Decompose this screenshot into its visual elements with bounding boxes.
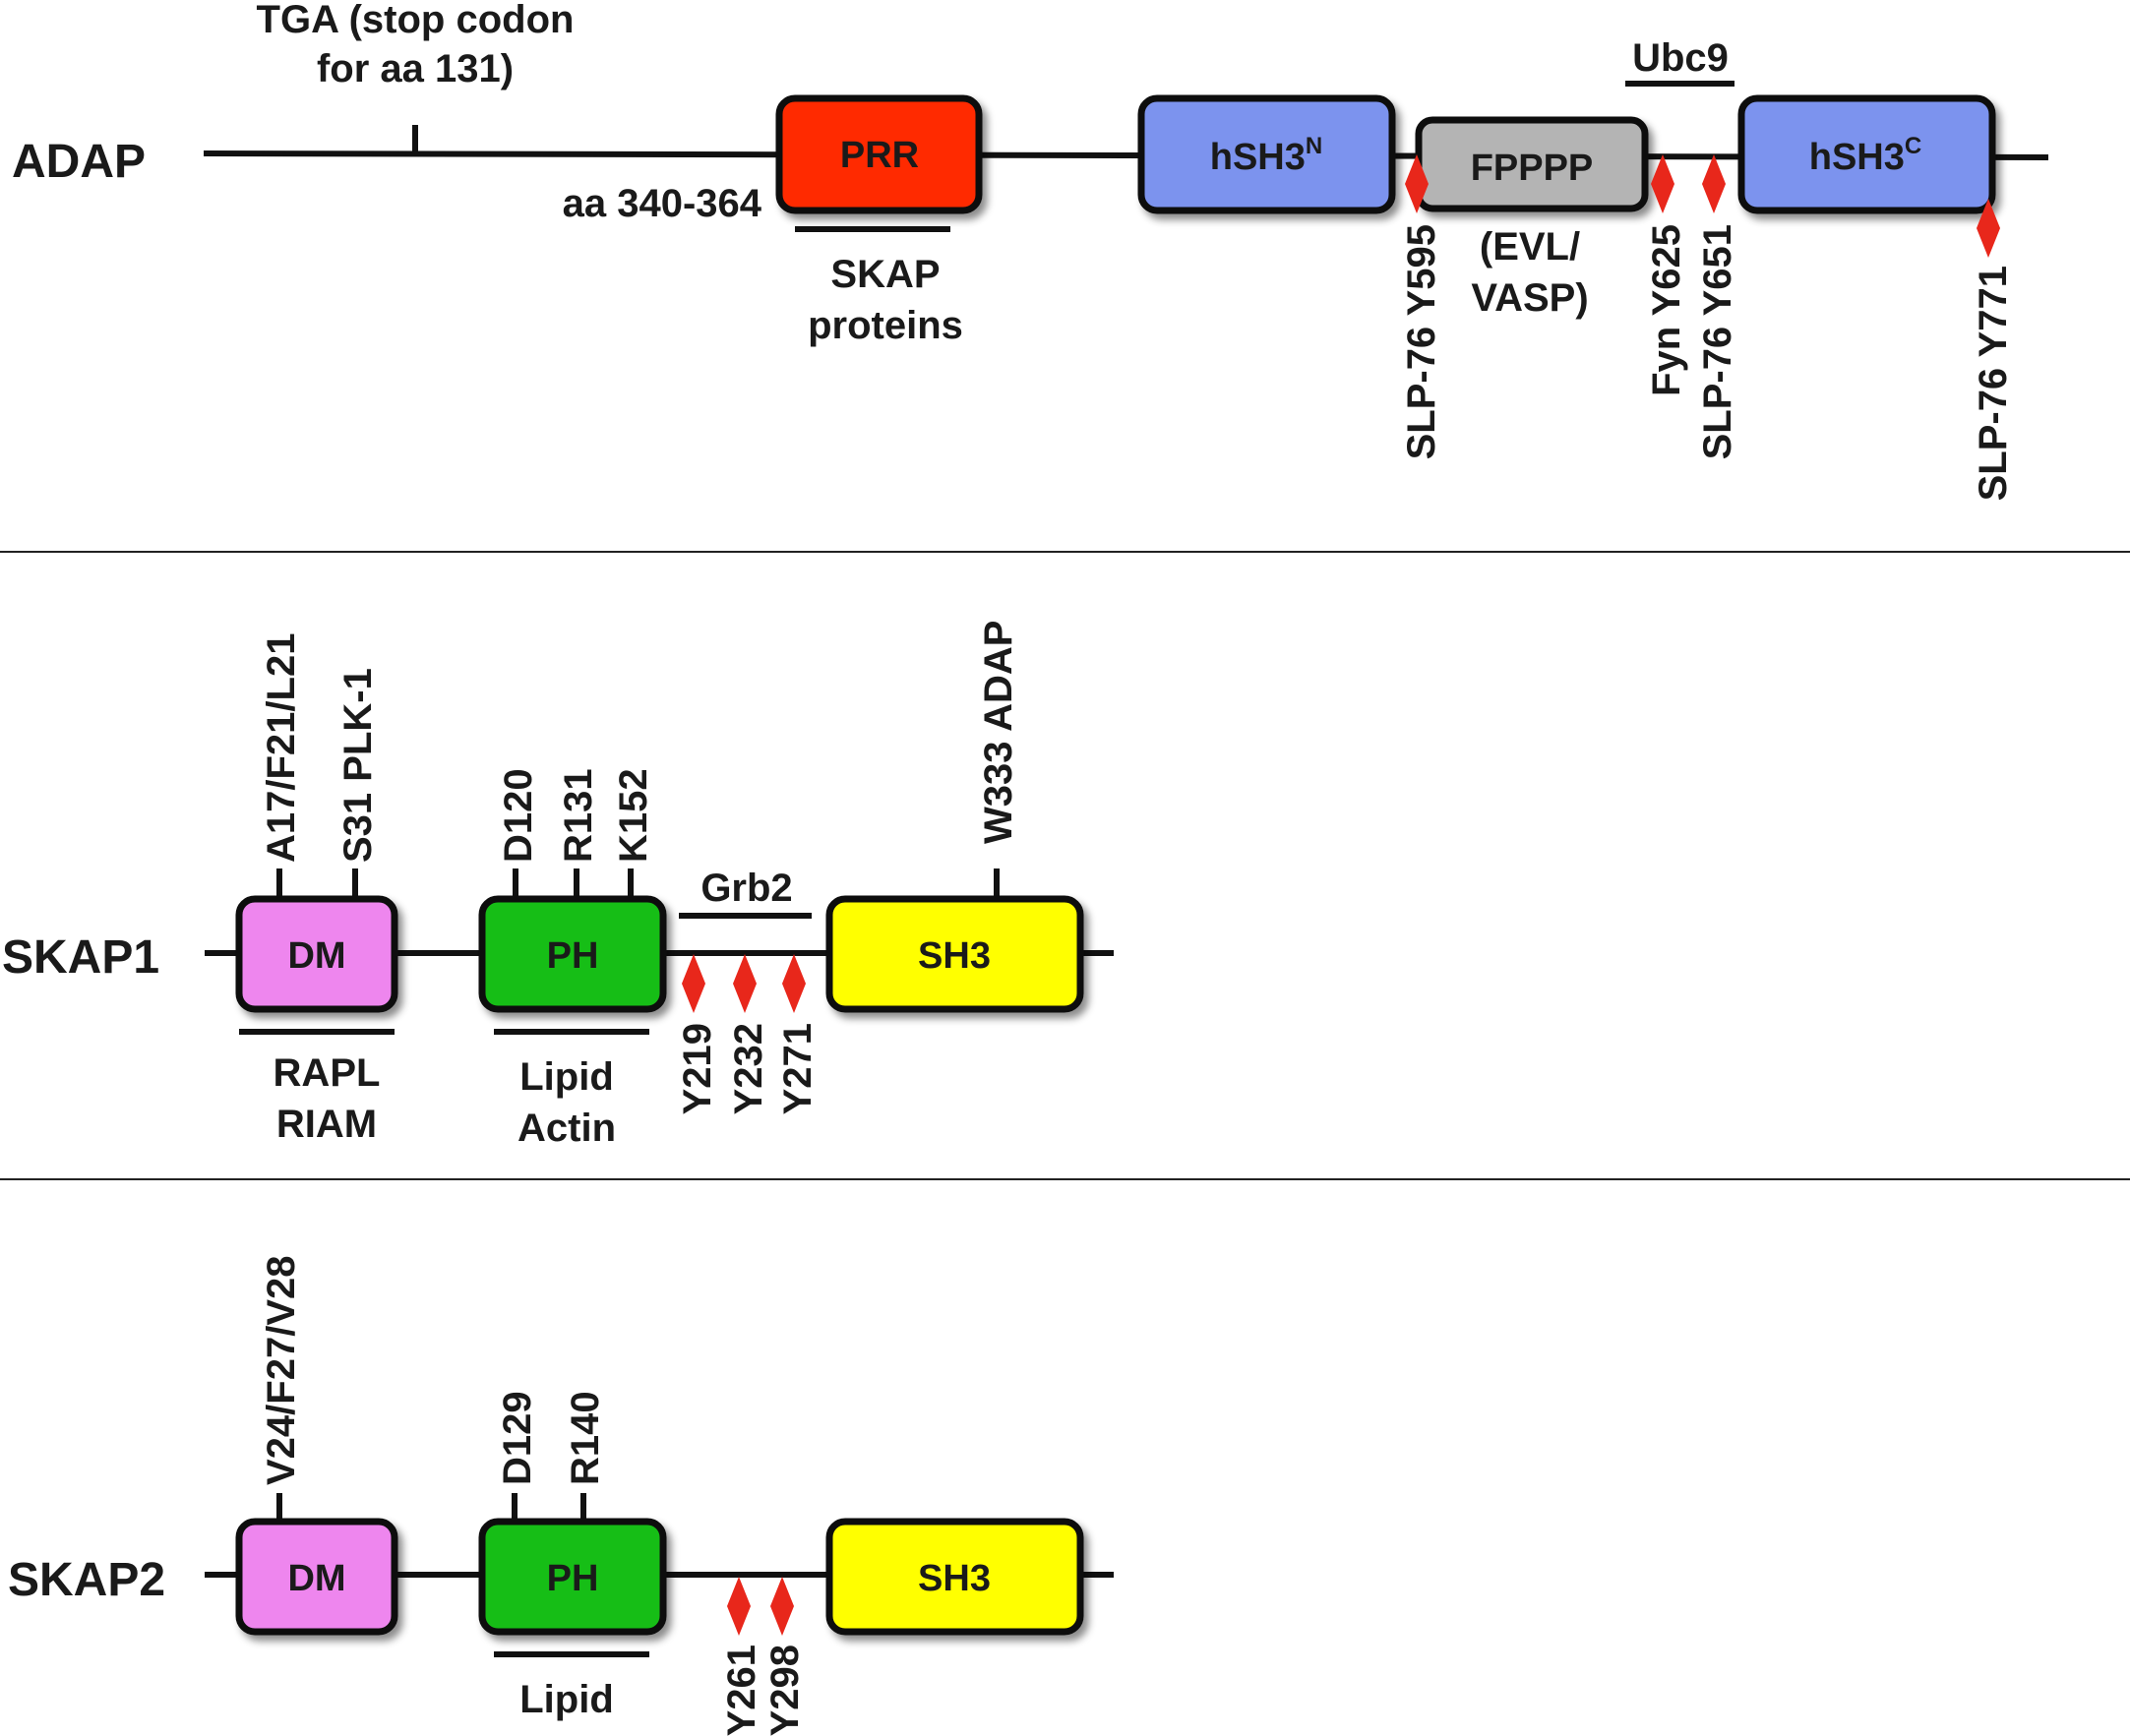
skap1-ph-label: PH (547, 935, 599, 977)
adap-label: ADAP (12, 136, 146, 188)
skap2-y261-label: Y261 (720, 1645, 763, 1736)
adap-skap-label-line1: SKAP (830, 253, 940, 296)
adap-y595-label: SLP-76 Y595 (1400, 224, 1443, 459)
skap1-riam-label: RIAM (276, 1103, 377, 1146)
skap1-k152-label: K152 (612, 768, 655, 863)
adap-y625-site-icon (1651, 154, 1674, 213)
adap-tga-label-line2: for aa 131) (317, 47, 514, 90)
skap1-y271-site-icon (782, 954, 806, 1013)
adap-y651-label: SLP-76 Y651 (1696, 224, 1739, 459)
skap2-sh3-label: SH3 (918, 1558, 991, 1599)
skap1-d120-label: D120 (497, 768, 540, 863)
skap2-d129-label: D129 (496, 1391, 539, 1485)
skap1-s31-label: S31 PLK-1 (336, 668, 380, 863)
skap1-panel: SKAP1 A17/F21/L21 S31 PLK-1 D120 R131 K1… (2, 621, 1114, 1150)
skap2-y298-site-icon (770, 1577, 794, 1636)
skap2-ph-domain (478, 1518, 667, 1636)
skap1-sh3-domain (825, 895, 1084, 1013)
skap1-grb2-label: Grb2 (700, 867, 792, 910)
skap2-v24-label: V24/F27/V28 (260, 1256, 303, 1486)
adap-y595-site-icon (1405, 154, 1429, 213)
adap-hsh3c-label: hSH3C (1809, 133, 1921, 178)
adap-prr-label: PRR (840, 135, 919, 176)
skap2-y261-site-icon (727, 1577, 751, 1636)
skap2-label: SKAP2 (8, 1554, 165, 1606)
skap2-sh3-domain (825, 1518, 1084, 1636)
skap1-label: SKAP1 (2, 931, 159, 984)
skap1-dm-label: DM (287, 935, 345, 977)
skap1-y219-site-icon (682, 954, 705, 1013)
adap-hsh3c-domain (1737, 94, 1996, 214)
adap-aa-range-label: aa 340-364 (563, 182, 762, 225)
skap2-r140-label: R140 (564, 1391, 607, 1485)
skap1-actin-label: Actin (517, 1107, 616, 1150)
skap2-dm-label: DM (287, 1558, 345, 1599)
adap-hsh3n-domain (1137, 94, 1396, 214)
skap1-y219-label: Y219 (676, 1023, 719, 1114)
adap-evl-label-line2: VASP) (1471, 276, 1588, 320)
adap-y771-label: SLP-76 Y771 (1972, 266, 2015, 501)
skap1-r131-label: R131 (557, 768, 600, 863)
adap-hsh3n-label: hSH3N (1210, 133, 1322, 178)
skap2-panel: SKAP2 V24/F27/V28 D129 R140 DM PH SH3 Y2… (8, 1256, 1114, 1736)
adap-tga-label-line1: TGA (stop codon (257, 0, 575, 41)
skap2-lipid-label: Lipid (519, 1678, 614, 1721)
skap1-y271-label: Y271 (776, 1023, 820, 1114)
adap-evl-label-line1: (EVL/ (1480, 225, 1580, 269)
skap1-rapl-label: RAPL (274, 1051, 381, 1095)
skap1-sh3-label: SH3 (918, 935, 991, 977)
skap2-ph-label: PH (547, 1558, 599, 1599)
skap1-a17-label: A17/F21/L21 (260, 633, 303, 863)
skap1-lipid-label: Lipid (519, 1055, 614, 1099)
skap1-w333-label: W333 ADAP (977, 621, 1020, 844)
adap-y651-site-icon (1702, 154, 1726, 213)
adap-ubc9-label: Ubc9 (1632, 36, 1729, 80)
skap2-y298-label: Y298 (763, 1645, 807, 1736)
adap-y771-site-icon (1977, 199, 2000, 258)
adap-y625-label: Fyn Y625 (1645, 224, 1688, 396)
skap1-dm-domain (235, 895, 398, 1013)
adap-skap-label-line2: proteins (808, 304, 963, 347)
skap1-ph-domain (478, 895, 667, 1013)
adap-prr-domain (775, 94, 983, 214)
skap1-y232-site-icon (733, 954, 757, 1013)
skap2-dm-domain (235, 1518, 398, 1636)
adap-fpppp-label: FPPPP (1471, 148, 1594, 189)
adap-panel: ADAP TGA (stop codon for aa 131) aa 340-… (12, 0, 2049, 501)
skap1-y232-label: Y232 (727, 1023, 770, 1114)
